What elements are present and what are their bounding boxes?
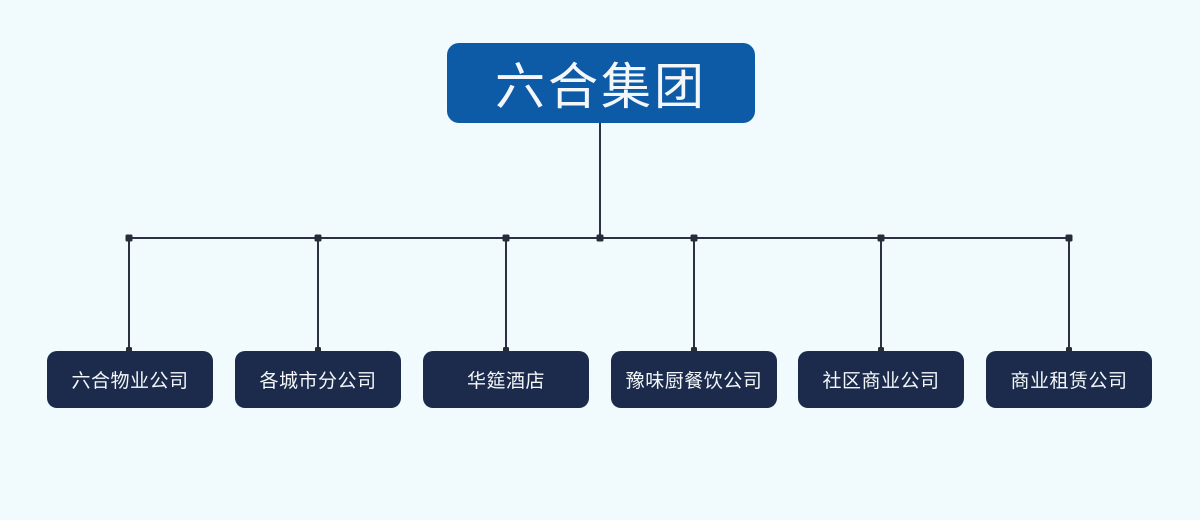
junction-dot-bus-0 (125, 234, 133, 242)
org-node-root[interactable]: 六合集团 (447, 43, 755, 123)
junction-dot-bus-4 (877, 234, 885, 242)
org-node-label: 豫味厨餐饮公司 (625, 371, 763, 392)
org-node-label: 华筵酒店 (466, 371, 545, 392)
org-node-city-branches[interactable]: 各城市分公司 (235, 351, 401, 408)
org-node-label: 各城市分公司 (259, 371, 377, 392)
org-node-huayan-hotel[interactable]: 华筵酒店 (423, 351, 589, 408)
org-node-label: 社区商业公司 (822, 371, 940, 392)
org-node-yuweichu-catering[interactable]: 豫味厨餐饮公司 (611, 351, 777, 408)
org-node-label: 六合物业公司 (71, 371, 189, 392)
org-node-liuhe-property[interactable]: 六合物业公司 (47, 351, 213, 408)
org-node-community-commerce[interactable]: 社区商业公司 (798, 351, 964, 408)
org-node-root-label: 六合集团 (495, 59, 707, 115)
org-node-label: 商业租赁公司 (1010, 371, 1128, 392)
org-node-commercial-leasing[interactable]: 商业租赁公司 (986, 351, 1152, 408)
junction-dot-bus-5 (1065, 234, 1073, 242)
junction-dot-bus-2 (502, 234, 510, 242)
junction-dot-bus-1 (314, 234, 322, 242)
junction-dot-bus-center (596, 234, 604, 242)
junction-dot-bus-3 (690, 234, 698, 242)
